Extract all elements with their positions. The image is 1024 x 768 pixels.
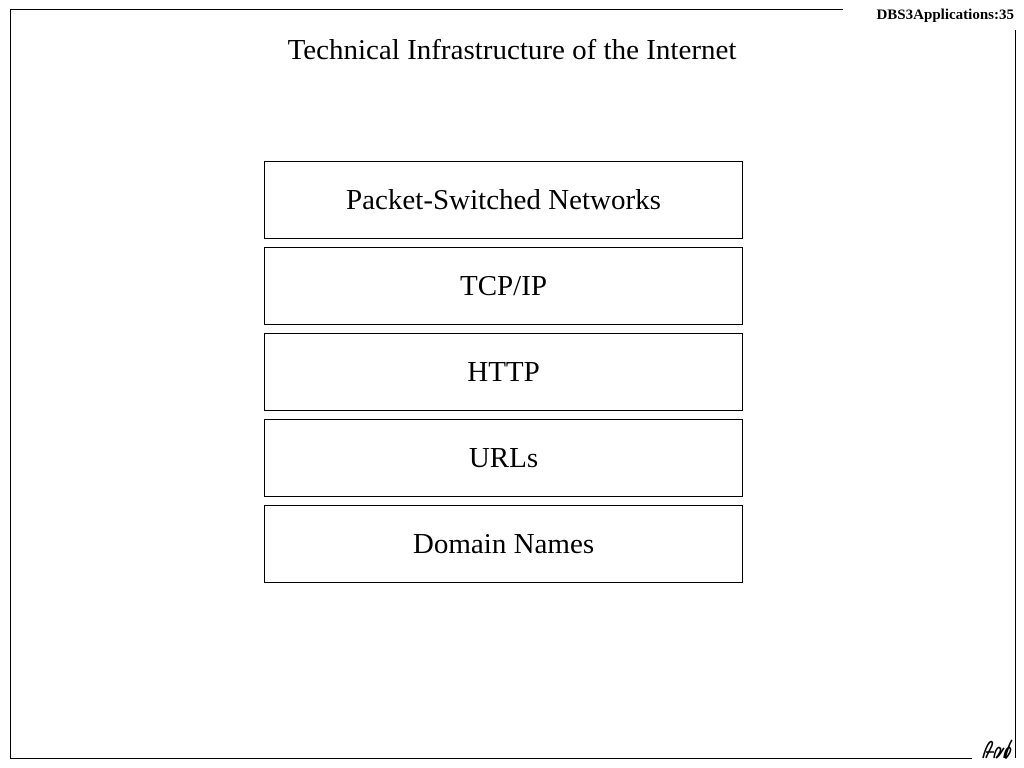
slide-label: DBS3Applications:35 — [876, 7, 1014, 23]
frame-bottom-border — [10, 758, 972, 759]
frame-top-border — [10, 9, 843, 10]
layer-stack: Packet-Switched Networks TCP/IP HTTP URL… — [264, 161, 743, 591]
layer-packet-switched-networks: Packet-Switched Networks — [264, 161, 743, 239]
page-title: Technical Infrastructure of the Internet — [287, 34, 737, 66]
layer-domain-names: Domain Names — [264, 505, 743, 583]
frame-left-border — [10, 9, 11, 758]
layer-urls: URLs — [264, 419, 743, 497]
frame-right-border — [1015, 30, 1016, 758]
logo-icon — [982, 739, 1013, 759]
layer-tcp-ip: TCP/IP — [264, 247, 743, 325]
layer-http: HTTP — [264, 333, 743, 411]
